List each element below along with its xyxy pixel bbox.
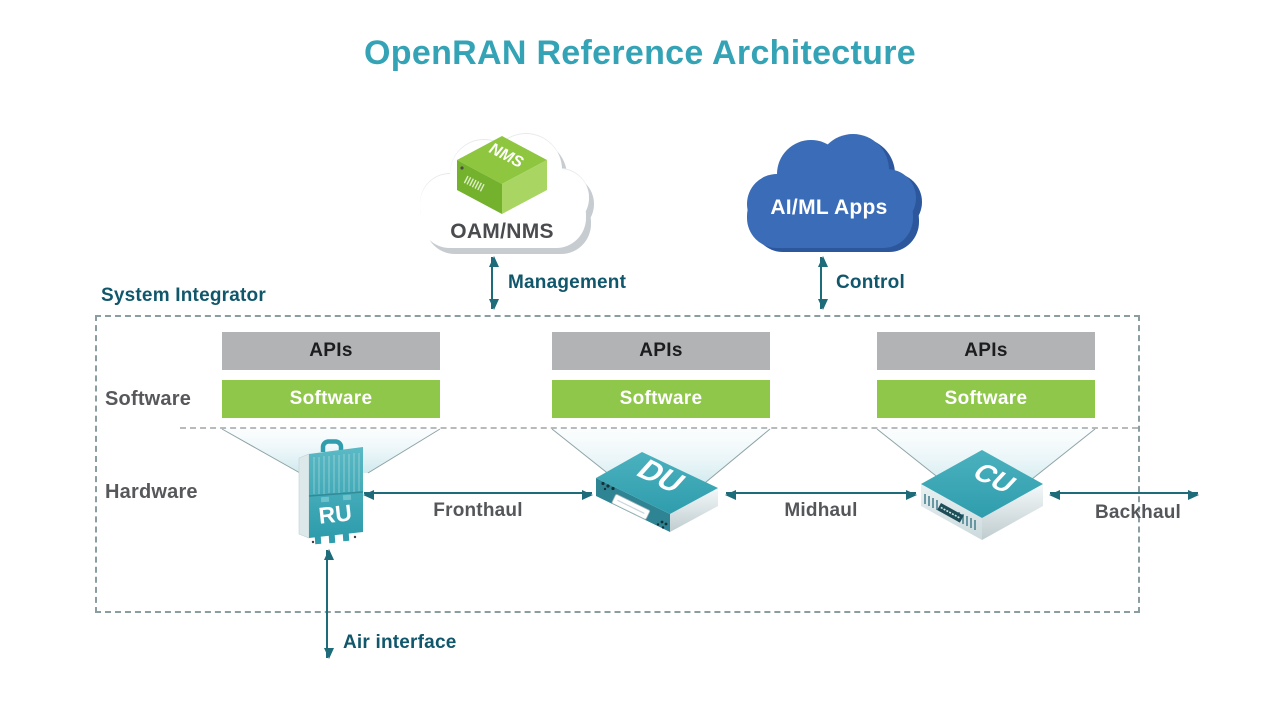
nms-box-icon: NMS: [457, 136, 547, 214]
control-label: Control: [836, 272, 905, 293]
system-integrator-label: System Integrator: [101, 285, 266, 306]
ru-device-icon: RU: [298, 439, 364, 545]
management-arrow-icon: [488, 256, 499, 310]
software-hardware-divider: [180, 427, 1138, 429]
aiml-cloud: AI/ML Apps: [733, 124, 925, 258]
page-title: OpenRAN Reference Architecture: [364, 34, 916, 72]
ru-device-label: RU: [317, 499, 353, 528]
apis-bar-cu: APIs: [877, 332, 1095, 370]
control-arrow-icon: [817, 256, 828, 310]
software-bar-cu: Software: [877, 380, 1095, 418]
air-interface-label: Air interface: [343, 632, 457, 653]
software-bar-du: Software: [552, 380, 770, 418]
fronthaul-label: Fronthaul: [433, 500, 523, 521]
apis-bar-ru: APIs: [222, 332, 440, 370]
cloud-shape-icon: [747, 134, 922, 252]
du-device-icon: DU: [596, 452, 718, 532]
software-bar-ru: Software: [222, 380, 440, 418]
cloud-shape-icon: NMS: [420, 133, 594, 254]
oam-nms-label: OAM/NMS: [450, 220, 554, 243]
oam-nms-cloud: NMS OAM/NMS: [406, 124, 598, 262]
air-interface-arrow-icon: [323, 549, 334, 659]
backhaul-arrow-icon: [1049, 489, 1199, 500]
hardware-row-label: Hardware: [105, 481, 198, 503]
midhaul-arrow-icon: [725, 489, 917, 500]
fronthaul-arrow-icon: [363, 489, 593, 500]
midhaul-label: Midhaul: [784, 500, 858, 521]
cu-device-icon: CU: [921, 450, 1043, 540]
backhaul-label: Backhaul: [1094, 502, 1182, 523]
aiml-label: AI/ML Apps: [770, 196, 888, 219]
management-label: Management: [508, 272, 627, 293]
system-integrator-box: [95, 315, 1140, 613]
software-row-label: Software: [105, 388, 192, 410]
apis-bar-du: APIs: [552, 332, 770, 370]
